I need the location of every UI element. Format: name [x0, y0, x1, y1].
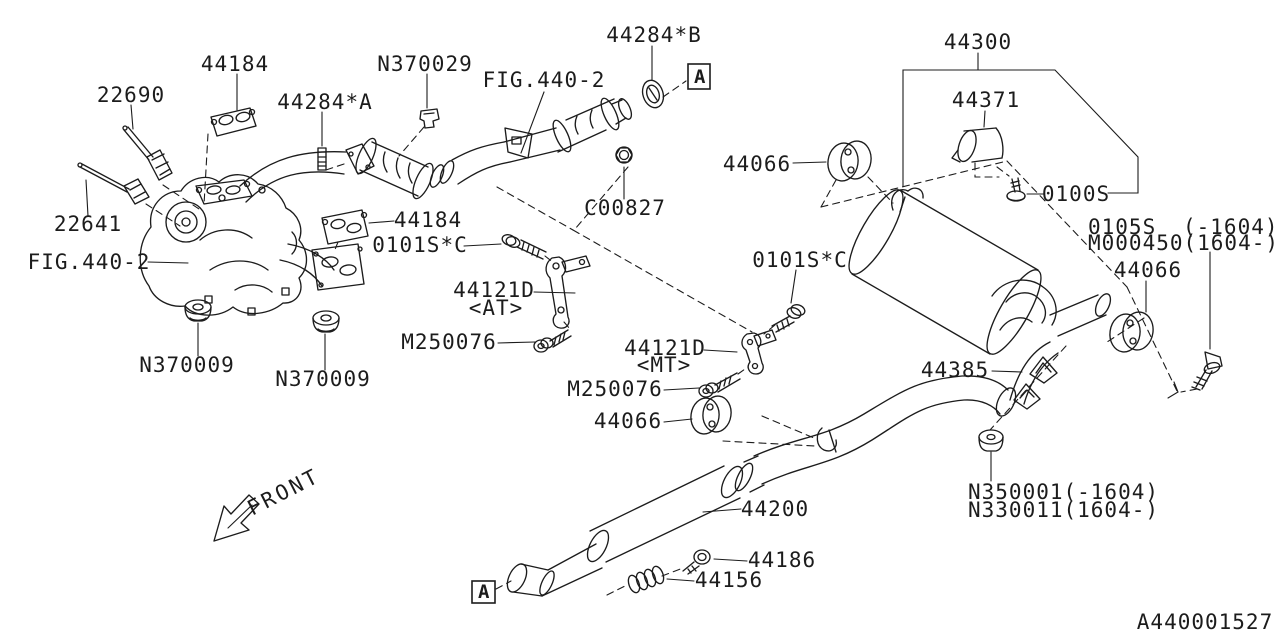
- label-0100s: 0100S: [1042, 182, 1110, 206]
- gasket-44184-right: [321, 209, 369, 245]
- label-44156: 44156: [695, 568, 763, 592]
- bracket-44121d-at: [545, 255, 591, 329]
- bracket-44121d-mt: [741, 329, 777, 375]
- label-44371: 44371: [952, 88, 1020, 112]
- nut-n350001: [978, 429, 1004, 452]
- spring-44156: [627, 565, 665, 594]
- drawing-number: A440001527: [1137, 610, 1273, 634]
- label-0105s: 0105S: [1088, 215, 1156, 239]
- nut-n370009-right: [312, 310, 340, 333]
- section-marker-top-letter: A: [694, 66, 706, 88]
- label-22641: 22641: [54, 212, 122, 236]
- bolt-0101sc-left: [501, 234, 547, 260]
- label-fig440-2-left: FIG.440-2: [28, 250, 151, 274]
- middle-pipe-44200: [506, 375, 1017, 597]
- section-marker-bottom-letter: A: [478, 581, 490, 603]
- bolt-0100s: [1006, 177, 1026, 202]
- label-n350001: N350001(-1604): [968, 480, 1159, 504]
- front-label: FRONT: [243, 464, 324, 521]
- bolt-0105s: [1191, 351, 1223, 391]
- section-marker-top: A: [687, 63, 711, 90]
- label-44121d-at-note: <AT>: [469, 296, 524, 320]
- bolt-44186: [682, 549, 711, 575]
- label-22690: 22690: [97, 83, 165, 107]
- label-44121d-mt-note: <MT>: [637, 353, 692, 377]
- label-m250076-right: M250076: [567, 377, 663, 401]
- label-m250076-left: M250076: [401, 330, 497, 354]
- dash-corner-tick: [1167, 381, 1179, 399]
- hanger-44066-right: [1109, 311, 1154, 353]
- label-44184-right: 44184: [394, 208, 462, 232]
- part-labels: 44184 22690 44284*A N370029 FIG.440-2 44…: [28, 23, 1182, 592]
- label-m000450: M000450(1604-): [1088, 231, 1279, 255]
- oxygen-sensor-22690: [122, 125, 173, 181]
- front-pipe-assembly: [355, 97, 633, 200]
- screw-m250076-left: [533, 329, 572, 353]
- label-44066-mid: 44066: [594, 409, 662, 433]
- part-labels-left-aligned: 0105S (-1604) M000450(1604-) N350001(-16…: [968, 215, 1279, 522]
- label-44186: 44186: [748, 548, 816, 572]
- label-n330011: N330011(1604-): [968, 498, 1159, 522]
- nut-c00827: [615, 146, 633, 164]
- label-n370029: N370029: [377, 52, 473, 76]
- gasket-44385-fins: [1013, 356, 1058, 410]
- section-marker-bottom: A: [471, 580, 496, 604]
- gasket-44184-top: [210, 107, 257, 137]
- label-44200: 44200: [741, 497, 809, 521]
- label-44184-top: 44184: [201, 52, 269, 76]
- exhaust-manifold: [139, 143, 375, 316]
- label-44385: 44385: [921, 358, 989, 382]
- label-44066-top: 44066: [723, 152, 791, 176]
- clip-n370029: [419, 108, 440, 129]
- label-0101sc-right: 0101S*C: [752, 248, 848, 272]
- label-n370009-left: N370009: [139, 353, 235, 377]
- clamp-44371: [951, 127, 1004, 163]
- label-44284a: 44284*A: [277, 90, 373, 114]
- label-n370009-right: N370009: [275, 367, 371, 391]
- hanger-44066-top: [827, 140, 872, 182]
- oxygen-sensor-22641: [77, 162, 150, 205]
- front-direction-arrow: FRONT: [213, 464, 324, 542]
- label-44284b: 44284*B: [606, 23, 702, 47]
- nut-n370009-left: [184, 299, 212, 322]
- muffler-44300: [848, 187, 1112, 405]
- screw-m250076-right: [698, 372, 741, 398]
- label-44121d-at: 44121D: [453, 278, 535, 302]
- hanger-44066-mid: [690, 395, 732, 435]
- leader-lines: [85, 45, 1211, 582]
- label-0105s-range: (-1604): [1183, 215, 1279, 239]
- label-44300: 44300: [944, 30, 1012, 54]
- stud-44284a: [317, 147, 327, 171]
- label-fig440-2-top: FIG.440-2: [483, 68, 606, 92]
- label-44066-right: 44066: [1114, 258, 1182, 282]
- label-44121d-mt: 44121D: [624, 336, 706, 360]
- ring-gasket-44284b: [641, 79, 665, 109]
- bolt-0101sc-right: [771, 304, 806, 333]
- label-c00827: C00827: [584, 196, 666, 220]
- label-0101sc-left: 0101S*C: [372, 233, 468, 257]
